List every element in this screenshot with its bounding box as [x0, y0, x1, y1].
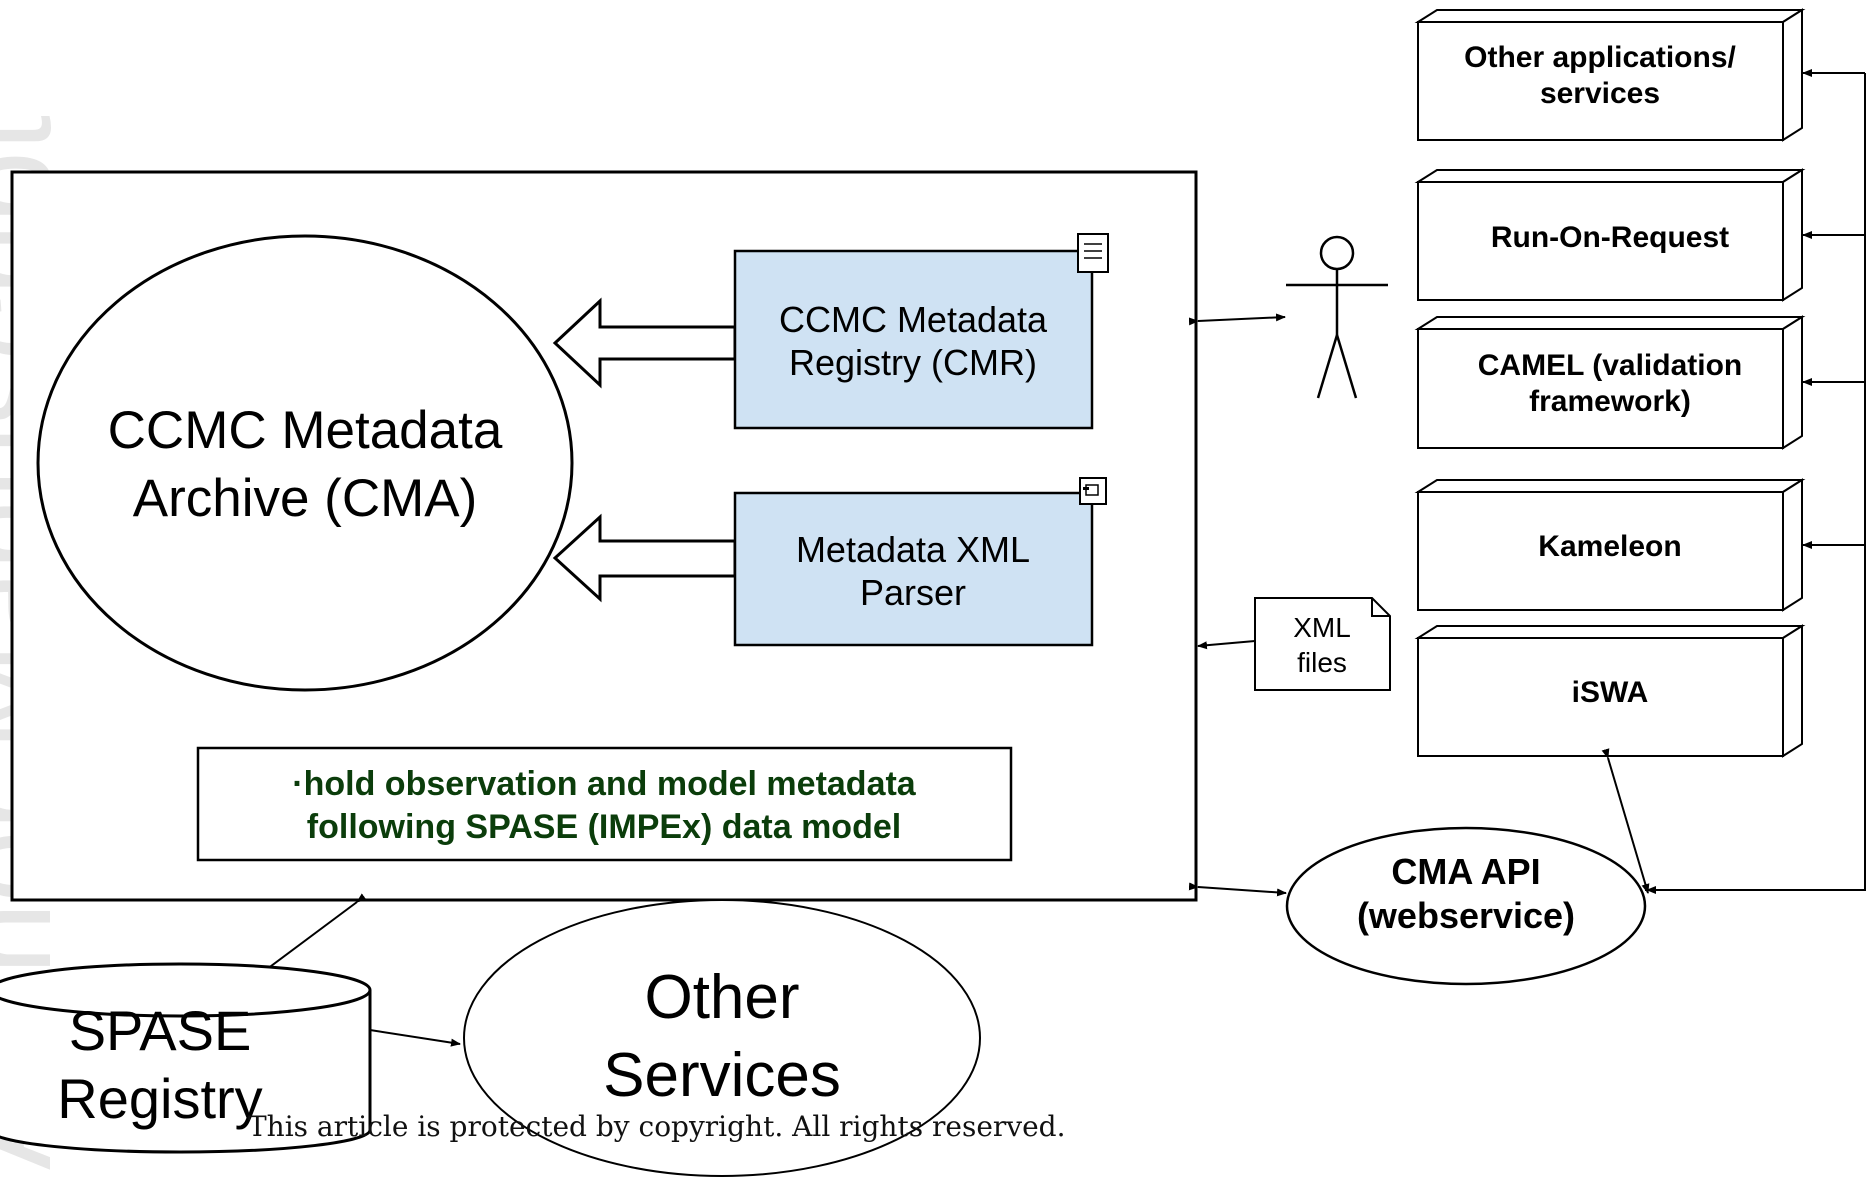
xml-files-line2: files — [1297, 647, 1347, 678]
xml-files-line1: XML — [1293, 612, 1351, 643]
api-app-bus — [1645, 69, 1866, 894]
xml-files-document: XML files — [1254, 597, 1391, 691]
xml-to-cma-link — [1197, 640, 1256, 650]
cma-label-line2: Archive (CMA) — [133, 469, 478, 528]
metadata-note: ·hold observation and model metadata fol… — [196, 746, 1013, 862]
iswa-api-link — [1601, 748, 1650, 894]
cmr-component: CCMC Metadata Registry (CMR) — [733, 233, 1109, 430]
document-icon — [1077, 233, 1109, 273]
component-icon — [1079, 477, 1107, 505]
app-box-kameleon: Kameleon — [1414, 478, 1806, 612]
cmr-label-line1: CCMC Metadata — [779, 299, 1048, 340]
parser-component: Metadata XML Parser — [733, 477, 1107, 647]
app-iswa-line1: iSWA — [1572, 676, 1649, 709]
app-camel-line2: framework) — [1529, 385, 1691, 418]
note-line1: ·hold observation and model metadata — [292, 765, 917, 803]
copyright-notice: This article is protected by copyright. … — [248, 1110, 1065, 1143]
spase-registry: SPASE Registry — [0, 962, 372, 1154]
other-services: Other Services — [463, 899, 981, 1177]
app-box-camel: CAMEL (validation framework) — [1414, 315, 1806, 450]
app-box-iswa: iSWA — [1414, 624, 1806, 758]
spase-other-link — [360, 1024, 461, 1047]
cma-api-line2: (webservice) — [1357, 895, 1575, 936]
cma-actor-link — [1188, 313, 1286, 326]
app-other-line2: services — [1540, 77, 1660, 110]
app-kameleon-line1: Kameleon — [1538, 530, 1681, 563]
app-ror-line1: Run-On-Request — [1491, 221, 1729, 254]
spase-line2: Registry — [57, 1067, 262, 1130]
cma-api-line1: CMA API — [1391, 851, 1540, 892]
parser-label-line2: Parser — [860, 572, 966, 613]
app-box-run-on-request: Run-On-Request — [1414, 168, 1806, 302]
parser-label-line1: Metadata XML — [796, 529, 1030, 570]
app-camel-line1: CAMEL (validation — [1478, 349, 1742, 382]
parser-to-cma-arrow — [552, 513, 737, 603]
cma-api-link — [1188, 882, 1287, 897]
cma-api-node: CMA API (webservice) — [1285, 826, 1647, 986]
app-other-line1: Other applications/ — [1464, 41, 1736, 74]
note-line2: following SPASE (IMPEx) data model — [307, 808, 901, 846]
cma-node: CCMC Metadata Archive (CMA) — [36, 234, 574, 692]
other-services-line1: Other — [644, 963, 799, 1032]
cma-label-line1: CCMC Metadata — [108, 401, 503, 460]
spase-line1: SPASE — [69, 999, 252, 1062]
app-box-other-applications: Other applications/ services — [1414, 8, 1806, 142]
cmr-to-cma-arrow — [552, 297, 737, 389]
actor-icon — [1286, 235, 1388, 399]
cmr-label-line2: Registry (CMR) — [789, 342, 1037, 383]
other-services-line2: Services — [603, 1041, 841, 1110]
